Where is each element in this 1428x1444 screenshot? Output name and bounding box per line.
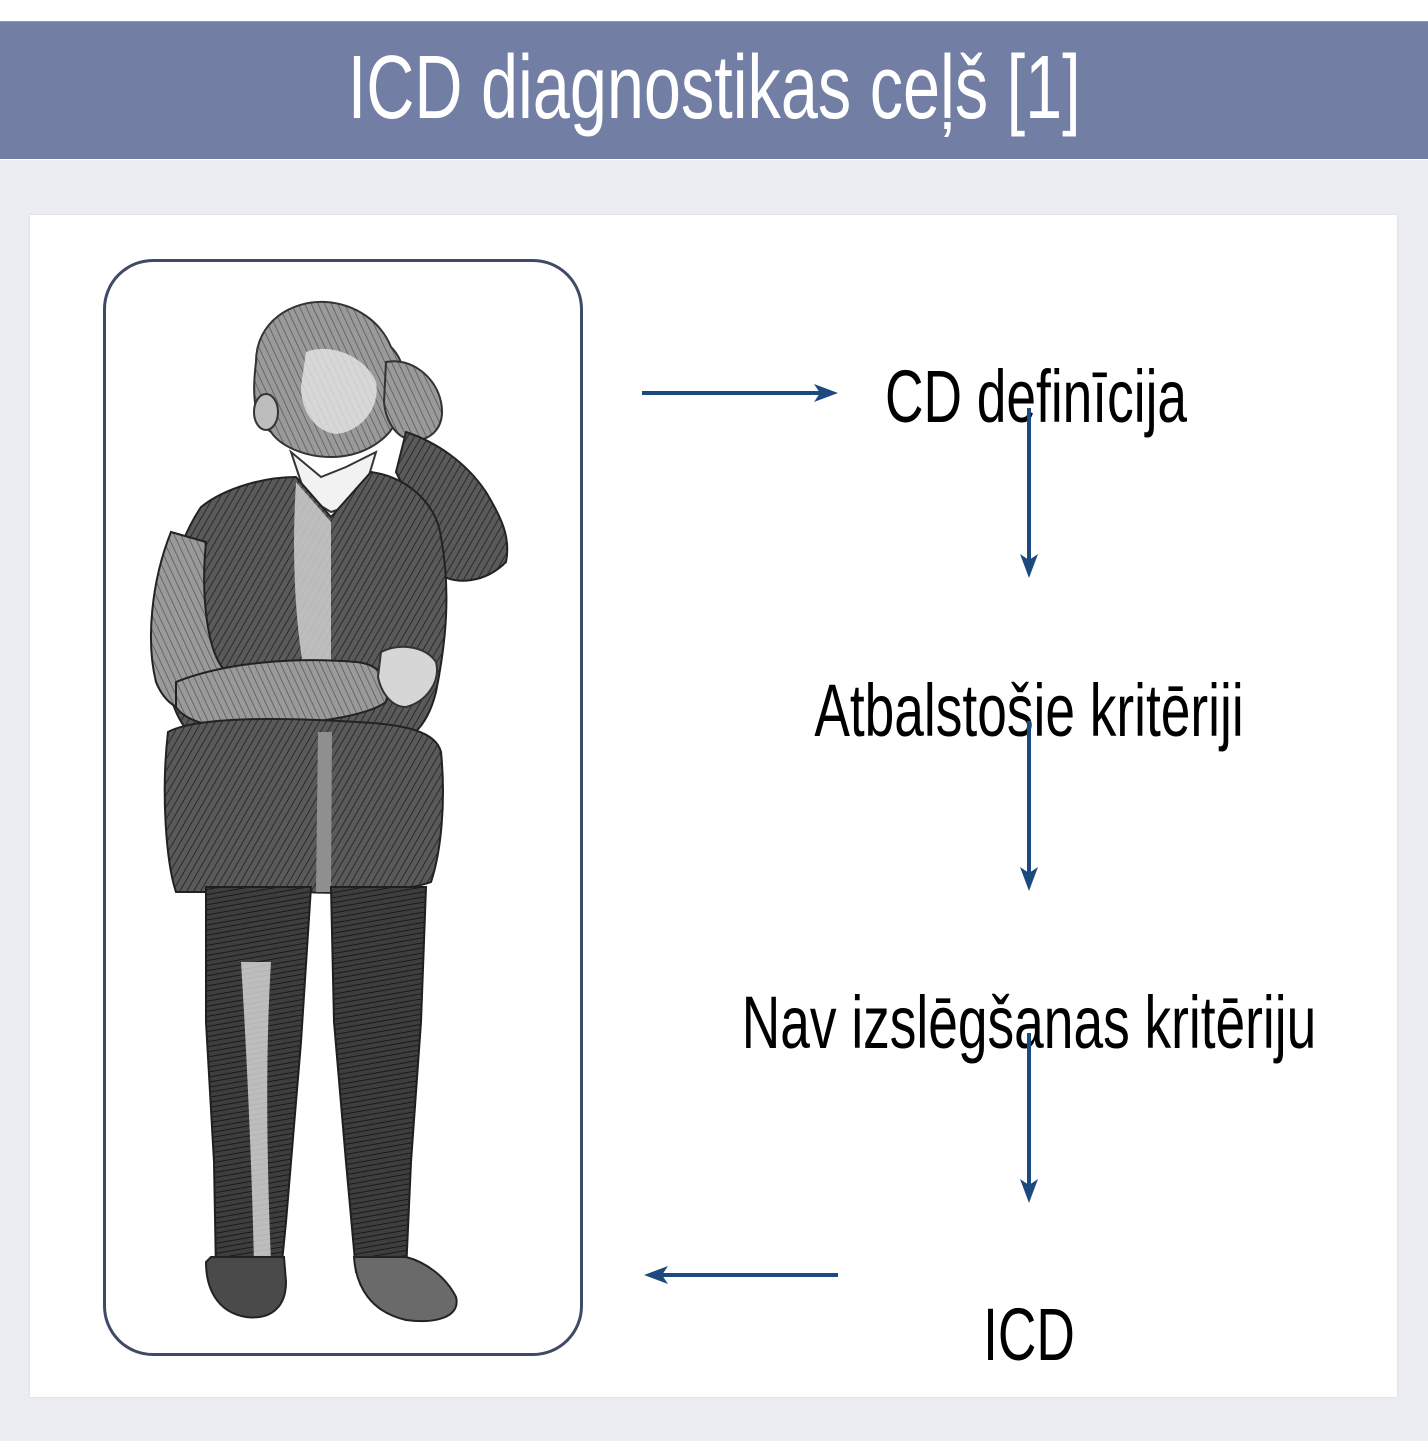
page-title: ICD diagnostikas ceļš [1]: [347, 37, 1081, 138]
arrow-down-icon: [1020, 408, 1038, 578]
arrow-down-icon: [1020, 1033, 1038, 1203]
flow-step-label: ICD: [983, 1293, 1075, 1376]
arrow-left-icon: [644, 1266, 838, 1284]
flow-step-label: CD definīcija: [885, 355, 1188, 438]
arrow-down-icon: [1020, 721, 1038, 891]
diagram-panel: CD definīcija Atbalstošie kritēriji Nav …: [30, 215, 1397, 1397]
title-banner: ICD diagnostikas ceļš [1]: [0, 21, 1428, 159]
title-container: ICD diagnostikas ceļš [1]: [0, 22, 1428, 159]
diagram-background: CD definīcija Atbalstošie kritēriji Nav …: [0, 160, 1428, 1441]
flow-step-cd-definition: CD definīcija: [885, 360, 1187, 434]
thinking-man-illustration: [150, 300, 509, 1323]
illustration-frame: [103, 259, 583, 1356]
arrow-right-icon: [642, 384, 838, 402]
flow-step-icd: ICD: [921, 1298, 1137, 1372]
